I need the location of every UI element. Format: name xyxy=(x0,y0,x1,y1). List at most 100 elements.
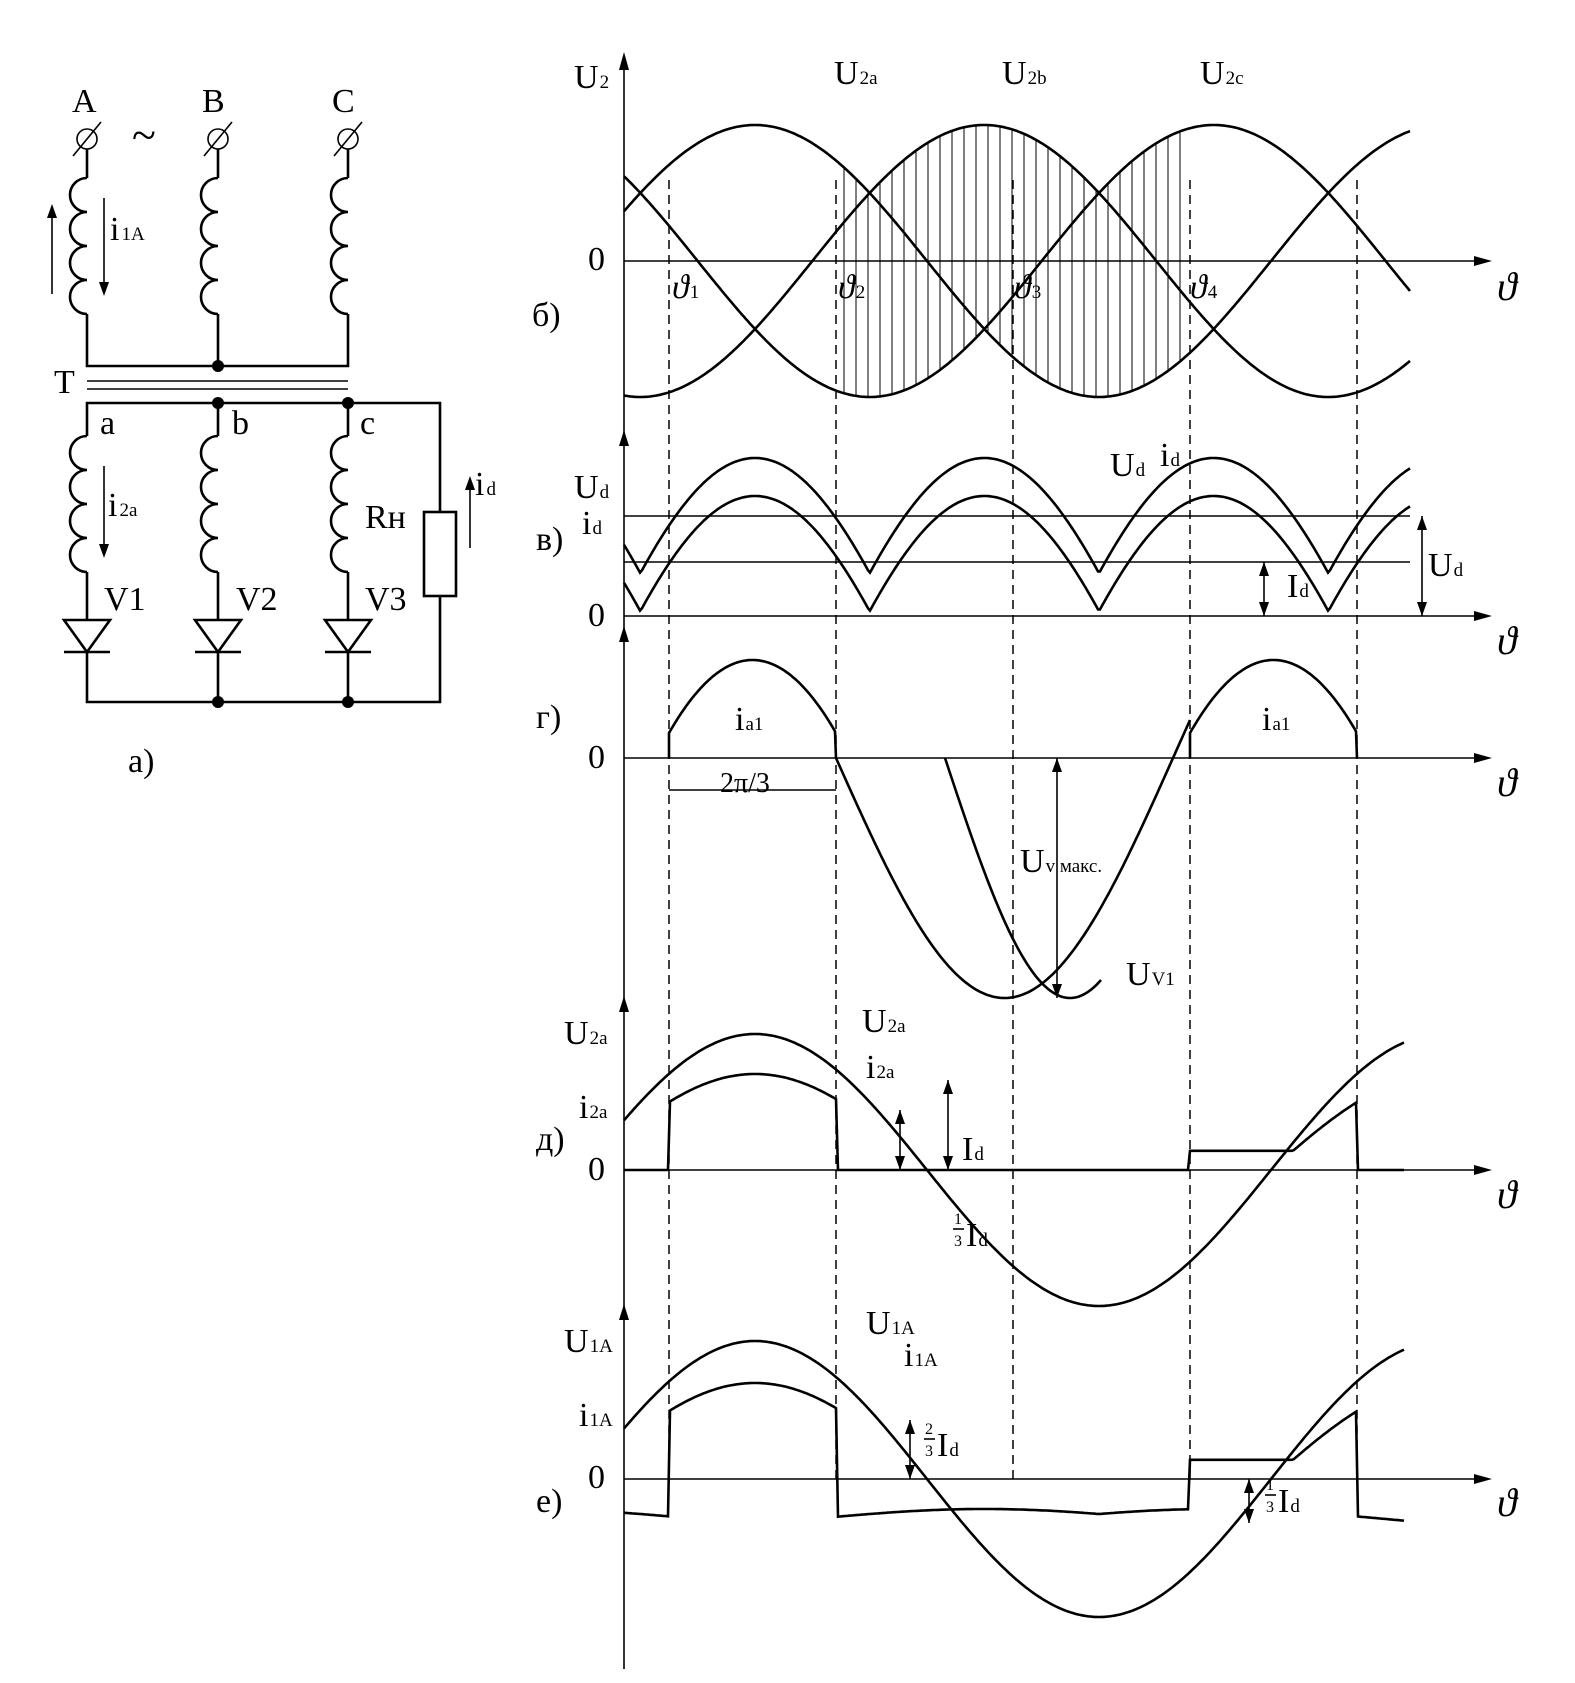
secondary-bus xyxy=(85,401,442,512)
phase-label-c: C xyxy=(332,83,355,120)
panel-label-b: б) xyxy=(532,297,561,334)
panel-label-a: а) xyxy=(128,743,154,780)
dim-arrow-ud-head xyxy=(1417,602,1427,616)
y-label-u2a: U2a xyxy=(564,1015,608,1052)
ac-symbol: ~ xyxy=(132,111,156,160)
mark-theta1: ϑ1 xyxy=(672,269,699,306)
panel-label-v: в) xyxy=(536,521,563,558)
dim-arrow-two-thirds-id-head xyxy=(905,1465,915,1479)
tap-label-a: a xyxy=(100,405,115,442)
dim-arrow-vmax-head xyxy=(1052,758,1062,772)
transformer-label: T xyxy=(54,364,75,401)
x-axis-label-d: ϑ xyxy=(1497,1172,1519,1217)
svg-text:Id: Id xyxy=(937,1427,959,1464)
phase-voltage-c xyxy=(623,123,1412,399)
dim-arrow-id-head xyxy=(1259,562,1269,576)
x-axis-label-e: ϑ xyxy=(1497,1480,1519,1525)
curve-label-i1a-e: i1A xyxy=(904,1337,938,1374)
curve-label-u2c: U2c xyxy=(1200,55,1244,92)
svg-text:Id: Id xyxy=(966,1217,988,1254)
diode-v3 xyxy=(322,618,374,655)
axis-d xyxy=(624,1165,1492,1175)
diode-label-v1: V1 xyxy=(104,581,146,618)
dim-arrow-id-head xyxy=(1259,602,1269,616)
diode-current-pulse-1 xyxy=(667,658,838,759)
y-label-id: id xyxy=(582,505,602,542)
y-label-i1a: i1A xyxy=(579,1397,613,1434)
curve-label-uv1: UV1 xyxy=(1126,956,1175,993)
zero-b: 0 xyxy=(588,241,605,278)
curve-label-u2b: U2b xyxy=(1002,55,1047,92)
u2a-wave xyxy=(623,1032,1405,1308)
secondary-winding-b xyxy=(199,434,219,574)
dim-label-id-d: Id xyxy=(962,1131,984,1168)
dim-arrow-two-thirds-id-head xyxy=(905,1420,915,1434)
phase-label-b: B xyxy=(202,83,225,120)
load-current-arrow xyxy=(465,476,475,548)
axis-e xyxy=(624,1474,1492,1484)
diode-v1 xyxy=(61,618,113,655)
axis-b xyxy=(624,256,1492,266)
i1a-wave xyxy=(623,1381,1405,1522)
curve-label-ud: Ud xyxy=(1110,447,1146,484)
dim-arrow-id-d-head xyxy=(943,1156,953,1170)
dim-label-two-thirds-id: 2 3 Id xyxy=(924,1421,959,1464)
zero-v: 0 xyxy=(588,597,605,634)
dim-label-third-id-e: 1 3 Id xyxy=(1265,1477,1300,1520)
load-label: Rн xyxy=(365,499,406,536)
rectified-current-id xyxy=(622,494,1411,613)
primary-star-node xyxy=(212,360,224,372)
interval-label: 2π/3 xyxy=(720,768,770,799)
diode-reverse-voltage-2 xyxy=(943,757,1102,1000)
secondary-current-arrow xyxy=(99,466,109,558)
dim-arrow-third-id-e-head xyxy=(1244,1479,1254,1493)
svg-text:1: 1 xyxy=(1266,1477,1274,1494)
dim-label-ud: Ud xyxy=(1428,547,1464,584)
x-axis-label-g: ϑ xyxy=(1497,760,1519,805)
mark-theta4: ϑ4 xyxy=(1190,269,1218,306)
mark-theta3: ϑ3 xyxy=(1014,269,1041,306)
rectified-voltage-ud xyxy=(622,456,1411,575)
tap-label-c: c xyxy=(360,405,375,442)
x-axis-label-v: ϑ xyxy=(1497,618,1519,663)
zero-g: 0 xyxy=(588,739,605,776)
dim-arrow-id-d-head xyxy=(943,1080,953,1094)
y-label-ud: Ud xyxy=(574,469,610,506)
primary-current-arrows xyxy=(47,198,109,296)
dim-arrow-third-id-d-head xyxy=(895,1156,905,1170)
dim-label-id: Id xyxy=(1287,568,1309,605)
panel-label-e: е) xyxy=(536,1483,562,1520)
diode-label-v3: V3 xyxy=(365,581,407,618)
svg-text:Id: Id xyxy=(1278,1483,1300,1520)
tap-label-b: b xyxy=(232,405,249,442)
dim-arrow-vmax-head xyxy=(1052,984,1062,998)
waveform-curves xyxy=(622,123,1427,1619)
dim-label-third-id-d: 1 3 Id xyxy=(953,1211,988,1254)
secondary-winding-a xyxy=(68,434,88,574)
primary-winding-b xyxy=(199,176,219,316)
x-axis-label-b: ϑ xyxy=(1497,264,1519,309)
diode-label-v2: V2 xyxy=(236,581,278,618)
curve-label-u1a-e: U1A xyxy=(866,1305,915,1342)
u1a-wave xyxy=(623,1339,1405,1619)
i2a-wave xyxy=(624,1072,1404,1172)
phase-label-a: A xyxy=(72,83,97,120)
svg-text:3: 3 xyxy=(925,1443,933,1460)
axis-v xyxy=(624,611,1492,621)
zero-d: 0 xyxy=(588,1151,605,1188)
vertical-axis-arrow xyxy=(619,52,629,70)
y-label-u1a: U1A xyxy=(564,1323,613,1360)
phase-voltage-a xyxy=(623,123,1411,399)
waveform-panels: б) U2 0 ϑ U2a U2b U2c ϑ1 ϑ2 ϑ3 ϑ4 в) Ud … xyxy=(532,52,1519,1669)
dim-arrow-ud-head xyxy=(1417,516,1427,530)
svg-text:2: 2 xyxy=(925,1421,933,1438)
curve-label-u2a-d: U2a xyxy=(862,1003,906,1040)
secondary-winding-c xyxy=(329,434,349,574)
svg-text:3: 3 xyxy=(1266,1499,1274,1516)
dim-arrow-third-id-e-head xyxy=(1244,1509,1254,1523)
curve-label-i2a-d: i2a xyxy=(866,1049,895,1086)
